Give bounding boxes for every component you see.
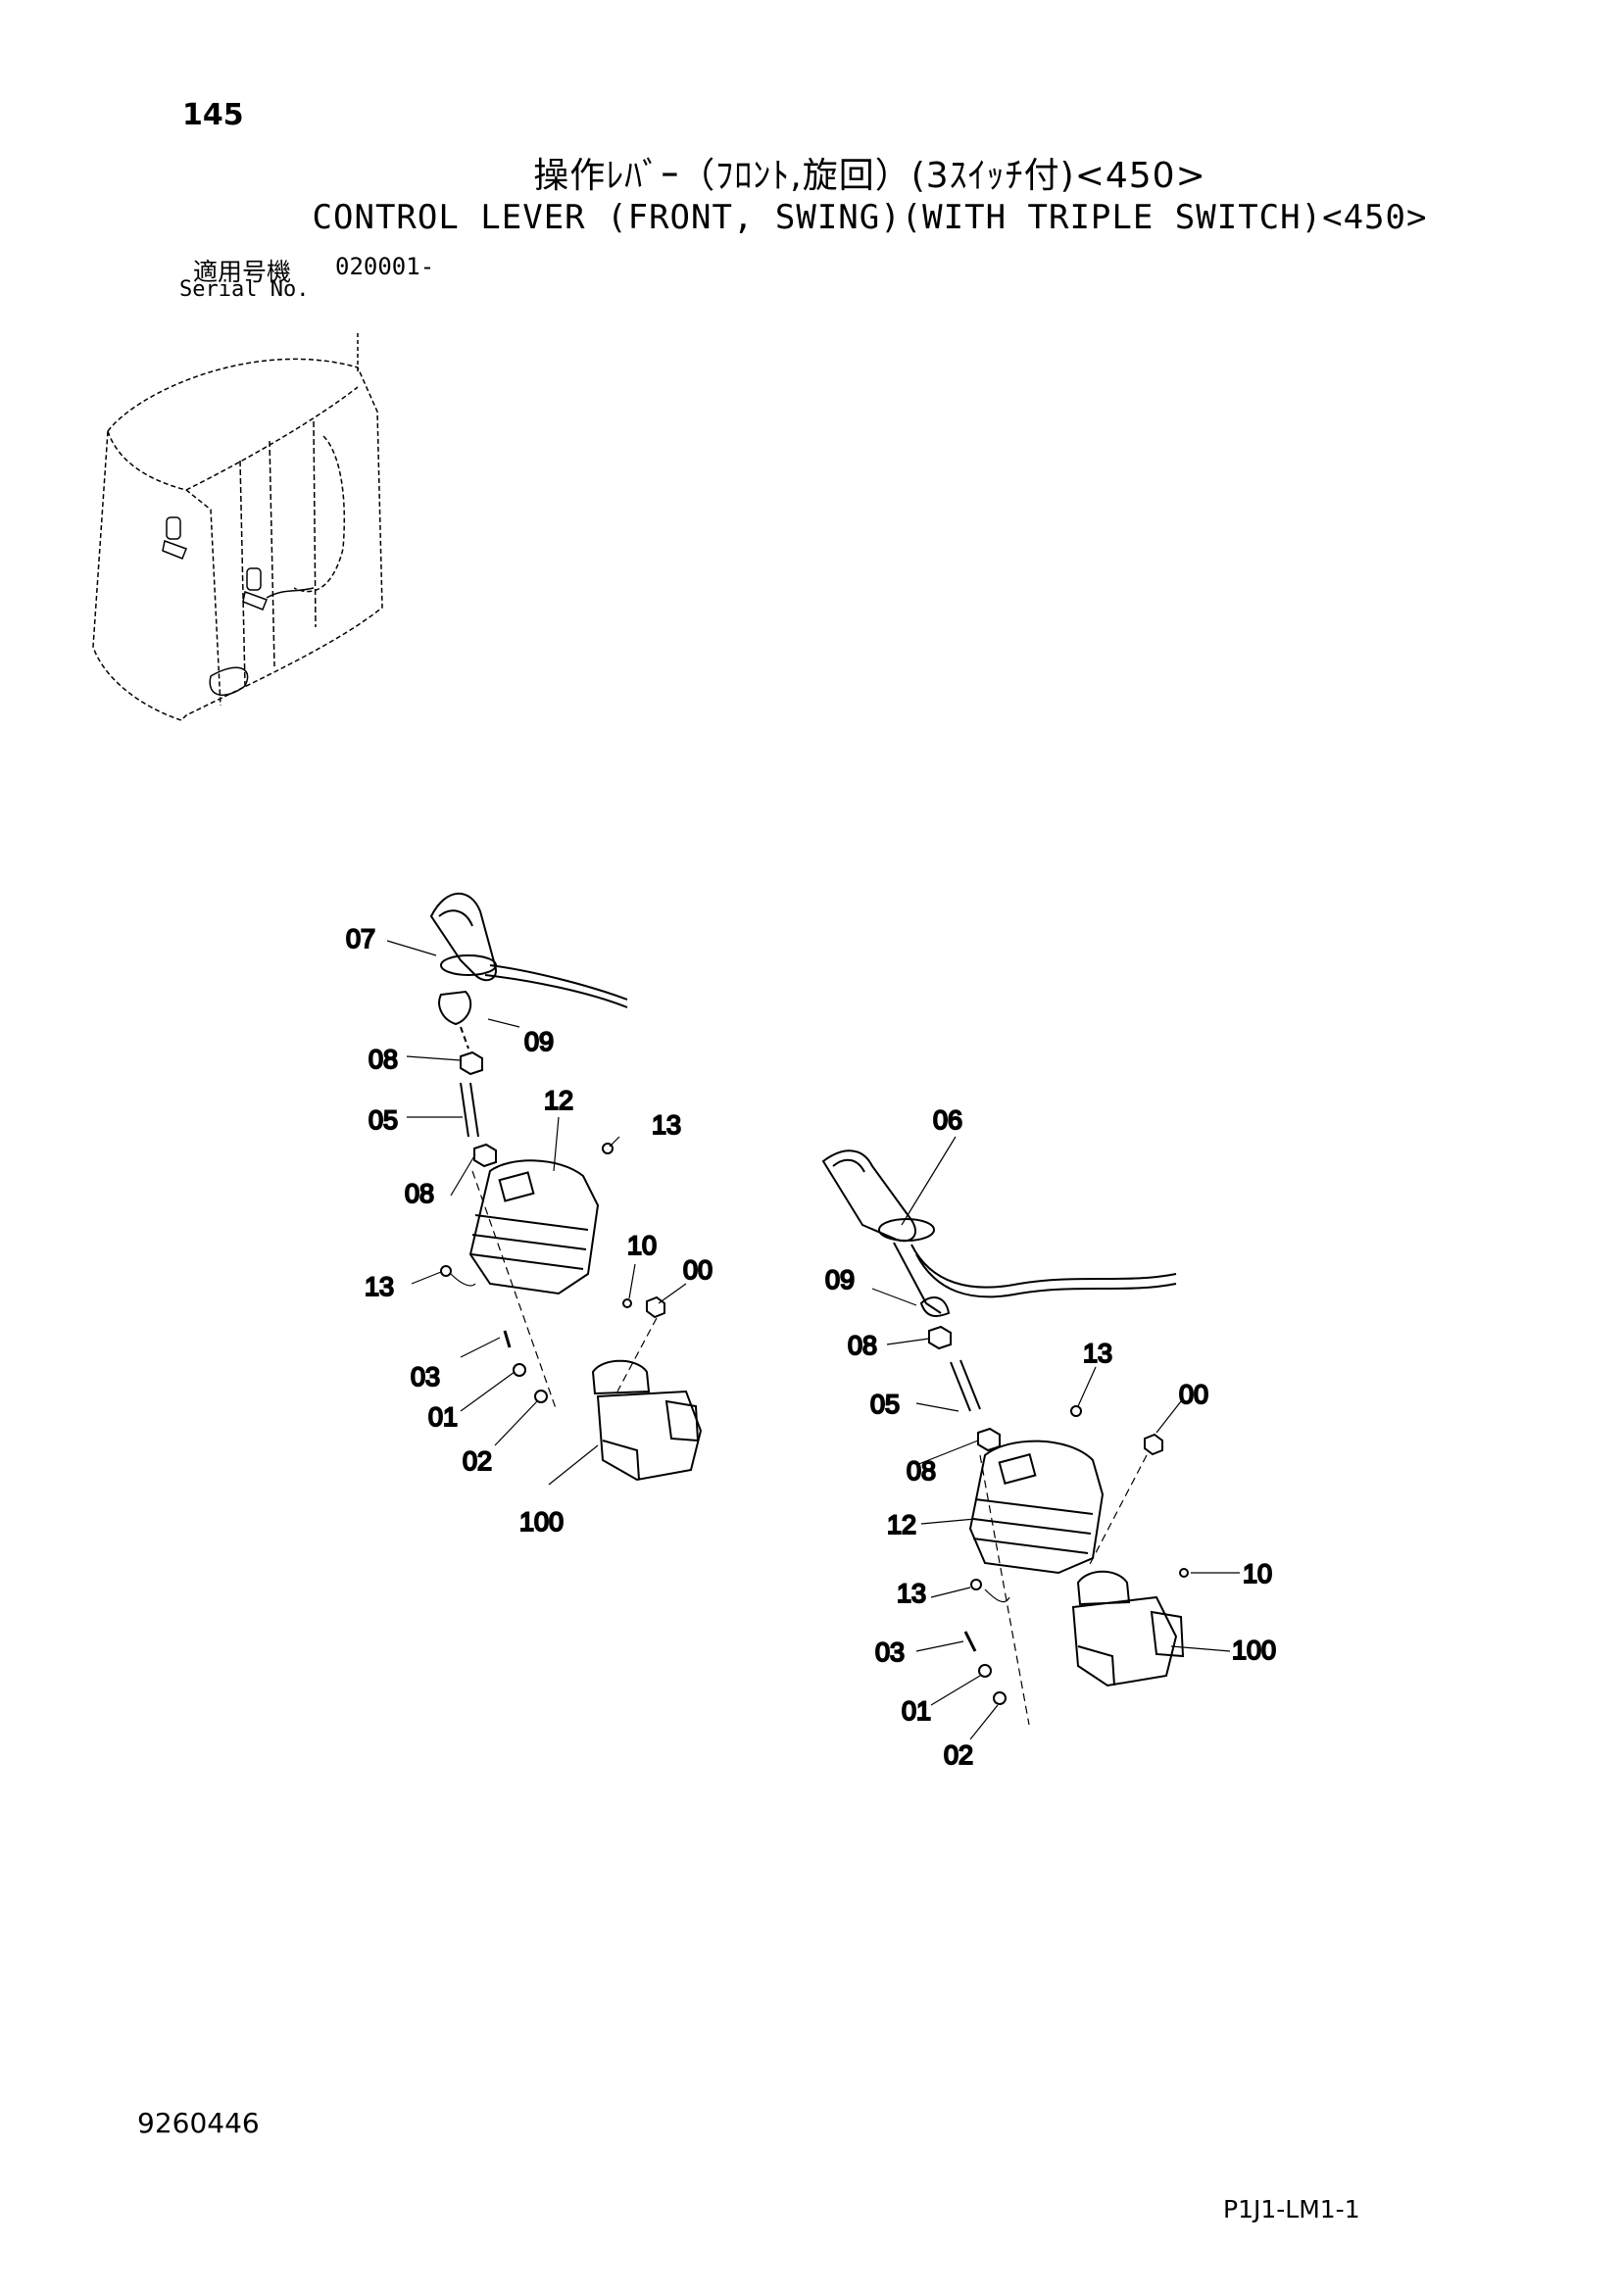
cab-location-sketch (92, 333, 383, 721)
page-number: 145 (182, 98, 244, 132)
left-screw-upper-icon (602, 1143, 614, 1154)
drawing-id: 9260446 (137, 2107, 260, 2139)
serial-number-value: 020001- (335, 253, 435, 280)
right-boot-cover-icon (968, 1440, 1105, 1575)
right-boot-icon (919, 1296, 951, 1317)
left-grip-icon (429, 892, 628, 1008)
right-lever-assembly (821, 1136, 1240, 1740)
callout-right-05: 05 (870, 1390, 900, 1419)
right-shaft-icon (950, 1359, 981, 1412)
right-pin-icon (963, 1631, 977, 1652)
right-plug-icon (1144, 1433, 1163, 1456)
left-nut-small-icon (534, 1390, 548, 1403)
callout-right-09: 09 (825, 1265, 855, 1295)
callout-right-13-lower: 13 (897, 1579, 926, 1608)
serial-label-japanese: 適用号機 (193, 258, 292, 286)
right-screw-upper-icon (1070, 1405, 1082, 1417)
right-pilot-valve-icon (1071, 1570, 1185, 1687)
callout-right-02: 02 (944, 1740, 973, 1770)
callout-right-13-upper: 13 (1083, 1339, 1112, 1368)
callout-left-09: 09 (524, 1027, 554, 1056)
right-nut-small-icon (993, 1691, 1007, 1705)
callout-right-03: 03 (875, 1637, 905, 1667)
callout-left-00: 00 (683, 1255, 713, 1285)
callout-left-08-upper: 08 (369, 1045, 398, 1074)
callout-left-05: 05 (369, 1105, 398, 1135)
page-title-english: CONTROL LEVER (FRONT, SWING)(WITH TRIPLE… (312, 198, 1428, 237)
left-small-screw-icon (622, 1298, 632, 1308)
callouts-right: 06 09 08 13 00 05 08 12 10 13 100 03 01 … (824, 1104, 1277, 1771)
callout-right-00: 00 (1179, 1380, 1208, 1409)
right-nut-lower-icon (977, 1427, 1001, 1452)
right-small-screw-icon (1179, 1568, 1189, 1578)
left-lever-assembly (386, 892, 703, 1486)
cab-lever-left-icon (162, 516, 187, 560)
left-nut-lower-icon (473, 1143, 497, 1168)
callouts-left: 07 09 08 05 12 13 08 10 00 13 03 01 02 1… (345, 923, 713, 1538)
callout-right-10: 10 (1243, 1559, 1272, 1588)
callout-left-10: 10 (627, 1231, 657, 1260)
left-pin-icon (503, 1330, 512, 1348)
catalog-code: P1J1-LM1-1 (1223, 2195, 1360, 2223)
callout-left-12: 12 (544, 1086, 573, 1115)
callout-left-02: 02 (463, 1446, 492, 1476)
left-nut-upper-icon (460, 1050, 483, 1076)
callout-left-03: 03 (411, 1362, 440, 1392)
callout-left-100: 100 (519, 1507, 564, 1537)
serial-label-english: Serial No. (179, 277, 310, 302)
right-nut-upper-icon (928, 1325, 952, 1350)
cab-lever-right-icon (242, 567, 315, 611)
left-shaft-icon (460, 1082, 479, 1138)
callout-right-100: 100 (1232, 1636, 1276, 1665)
left-boot-cover-icon (468, 1159, 600, 1295)
left-washer-icon (513, 1363, 526, 1377)
right-screw-lower-icon (970, 1579, 982, 1590)
callout-right-12: 12 (887, 1510, 916, 1539)
left-screw-lower-icon (440, 1265, 452, 1277)
callout-left-01: 01 (428, 1402, 458, 1432)
right-washer-icon (978, 1664, 992, 1678)
right-grip-icon (821, 1149, 1177, 1298)
callout-right-08-upper: 08 (848, 1331, 877, 1360)
page-title-japanese: 操作ﾚﾊﾞｰ（ﾌﾛﾝﾄ,旋回）(3ｽｲｯﾁ付)<450> (533, 156, 1206, 196)
callout-left-13-upper: 13 (652, 1110, 681, 1140)
callout-left-13-lower: 13 (365, 1272, 394, 1301)
right-cable-icon (893, 1242, 942, 1314)
left-boot-icon (438, 990, 472, 1026)
left-pilot-valve-icon (591, 1359, 703, 1482)
callout-right-08-lower: 08 (907, 1456, 936, 1486)
callout-left-08-lower: 08 (405, 1179, 434, 1208)
left-plug-icon (646, 1295, 665, 1319)
callout-right-06: 06 (933, 1105, 962, 1135)
callout-right-01: 01 (902, 1696, 931, 1726)
callout-left-07: 07 (346, 924, 375, 953)
